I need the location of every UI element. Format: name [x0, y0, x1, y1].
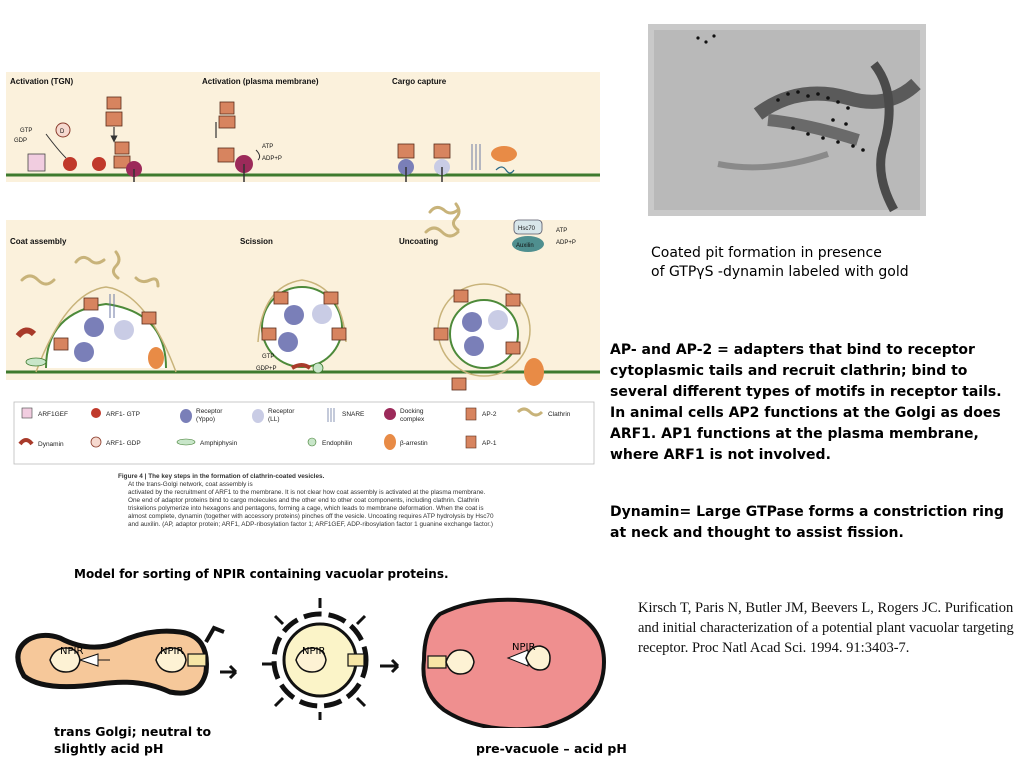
svg-text:Hsc70: Hsc70 [518, 226, 536, 232]
uncoating-scene: Hsc70 Auxilin ATP ADP+P [424, 202, 576, 391]
svg-text:NPIR: NPIR [302, 646, 325, 657]
svg-text:GTP: GTP [262, 354, 274, 360]
svg-text:GDP+P: GDP+P [256, 366, 277, 372]
activation-tgn-scene: GTP GDP D [14, 96, 142, 182]
ap-description: AP- and AP-2 = adapters that bind to rec… [610, 342, 1002, 463]
svg-text:and auxilin. (AP, adaptor prot: and auxilin. (AP, adaptor protein; ARF1,… [128, 521, 493, 528]
npir-receptor-2: NPIR [155, 646, 207, 673]
electron-micrograph [648, 24, 926, 216]
svg-text:At the trans-Golgi network, co: At the trans-Golgi network, coat assembl… [128, 481, 253, 488]
panel-label-coat-assembly: Coat assembly [10, 237, 67, 246]
svg-text:Amphiphysin: Amphiphysin [200, 440, 238, 447]
svg-text:almost complete, dynamin (toge: almost complete, dynamin (together with … [128, 513, 494, 520]
svg-text:(LL): (LL) [268, 416, 280, 423]
trans-golgi-label: trans Golgi; neutral to slightly acid pH [54, 723, 211, 757]
svg-text:GTP: GTP [20, 128, 32, 134]
svg-text:β-arrestin: β-arrestin [400, 440, 428, 447]
panel-label-cargo-capture: Cargo capture [392, 77, 447, 86]
pre-vacuole-label: pre-vacuole – acid pH [476, 741, 627, 756]
svg-text:ATP: ATP [556, 228, 567, 234]
clathrin-figure: Activation (TGN) Activation (plasma memb… [6, 72, 600, 528]
figure-caption: Figure 4 | The key steps in the formatio… [118, 473, 494, 528]
svg-text:ARF1GEF: ARF1GEF [38, 411, 68, 418]
svg-text:Clathrin: Clathrin [548, 411, 571, 418]
npir-receptor-1: NPIR [49, 646, 110, 673]
micrograph-caption-line2: of GTPγS -dynamin labeled with gold [651, 264, 909, 280]
arf1-gtp-shape-2 [92, 157, 106, 171]
svg-text:GDP: GDP [14, 138, 27, 144]
svg-text:activated by the recruitment o: activated by the recruitment of ARF1 to … [128, 489, 486, 496]
trans-golgi-label-line1: trans Golgi; neutral to [54, 724, 212, 739]
svg-text:Receptor: Receptor [196, 408, 223, 415]
auxilin-shape [512, 236, 544, 252]
arrow-right-icon [220, 664, 238, 680]
model-title: Model for sorting of NPIR containing vac… [74, 567, 449, 581]
svg-text:SNARE: SNARE [342, 411, 365, 418]
ap-complex [105, 96, 131, 169]
panel-label-scission: Scission [240, 237, 273, 246]
cargo-capture-scene [397, 143, 517, 182]
pre-vacuole: NPIR [421, 597, 607, 728]
legend: ARF1GEF ARF1- GTP Receptor (Yppo) Recept… [13, 401, 595, 465]
scission-scene: GTP GDP+P [256, 279, 347, 374]
svg-text:D: D [60, 129, 65, 135]
svg-text:Docking: Docking [400, 408, 424, 415]
svg-text:ATP: ATP [262, 144, 273, 150]
trans-golgi-shape [15, 628, 209, 696]
arrow-right-icon-2 [380, 658, 400, 674]
svg-text:ADP+P: ADP+P [262, 156, 282, 162]
svg-text:complex: complex [400, 416, 425, 423]
activation-pm-scene: ATP ADP+P [215, 101, 282, 182]
panel-label-activation-tgn: Activation (TGN) [10, 77, 73, 86]
svg-text:ARF1- GDP: ARF1- GDP [106, 440, 141, 447]
svg-text:One end of adaptor proteins bi: One end of adaptor proteins bind to carg… [128, 497, 480, 504]
reference-citation: Kirsch T, Paris N, Butler JM, Beevers L,… [638, 600, 1014, 656]
hsc70-box [513, 219, 543, 235]
sorting-model-diagram: NPIR NPIR NPIR NPIR [15, 597, 607, 728]
svg-text:(Yppo): (Yppo) [196, 416, 215, 423]
arf1-gdp-shape [55, 122, 71, 138]
svg-text:NPIR: NPIR [512, 642, 535, 653]
svg-text:ARF1- GTP: ARF1- GTP [106, 411, 140, 418]
panel-label-activation-pm: Activation (plasma membrane) [202, 77, 319, 86]
panel-label-uncoating: Uncoating [399, 237, 438, 246]
svg-text:triskelions polymerize into he: triskelions polymerize into hexagons and… [128, 505, 484, 512]
micrograph-caption: Coated pit formation in presence of GTPγ… [651, 244, 1011, 282]
svg-text:Dynamin: Dynamin [38, 441, 64, 448]
svg-text:NPIR: NPIR [160, 646, 183, 657]
dynamin-description: Dynamin= Large GTPase forms a constricti… [610, 504, 1004, 541]
svg-text:Endophilin: Endophilin [322, 440, 353, 447]
svg-text:ADP+P: ADP+P [556, 240, 576, 246]
trans-golgi-label-line2: slightly acid pH [54, 741, 164, 756]
svg-text:Auxilin: Auxilin [516, 243, 534, 249]
svg-text:Figure 4 | The key steps in th: Figure 4 | The key steps in the formatio… [118, 473, 325, 480]
micrograph-caption-line1: Coated pit formation in presence [651, 245, 882, 261]
clathrin-coated-vesicle: NPIR [262, 598, 369, 720]
svg-text:AP-2: AP-2 [482, 411, 497, 418]
arf1-gtp-shape [63, 157, 77, 171]
arf1gef-shape [27, 153, 46, 172]
svg-text:NPIR: NPIR [60, 646, 83, 657]
coat-assembly-scene [15, 250, 177, 373]
svg-text:AP-1: AP-1 [482, 440, 497, 447]
svg-text:Receptor: Receptor [268, 408, 295, 415]
